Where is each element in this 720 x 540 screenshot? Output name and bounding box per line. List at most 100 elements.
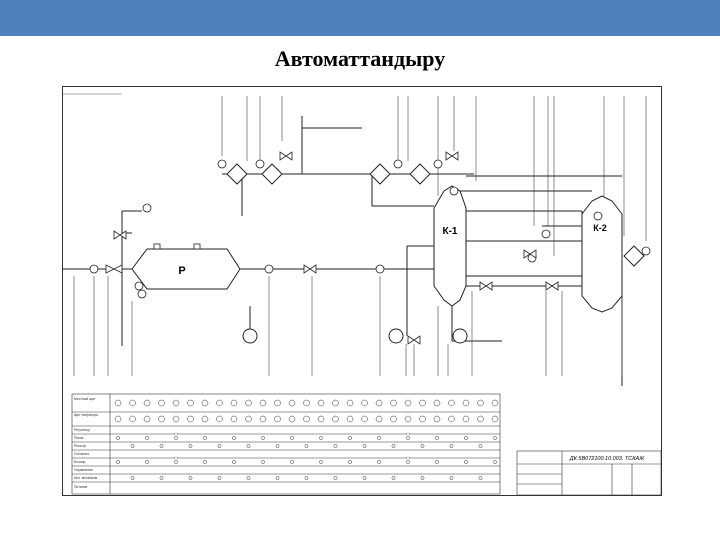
legend-bubble — [375, 415, 383, 423]
legend-bubble — [216, 399, 223, 407]
column-k2-label: К-2 — [593, 223, 607, 233]
legend-dot — [304, 476, 309, 480]
legend-dot — [435, 460, 439, 464]
legend-bubble — [448, 399, 455, 407]
legend-bubble — [346, 399, 354, 407]
legend-row-label: Регистр. — [74, 444, 87, 448]
legend-dot — [261, 436, 265, 440]
legend-dot — [420, 476, 425, 480]
legend-dot — [261, 460, 265, 464]
legend-dot — [406, 460, 410, 464]
legend-bubble — [288, 399, 296, 407]
legend-bubble — [114, 399, 122, 407]
pumps — [242, 328, 468, 344]
legend-row-labels: Местный щит Щит оператора Регулятор Пока… — [74, 397, 98, 489]
vessel-p — [131, 248, 241, 290]
legend-dot — [145, 436, 149, 440]
legend-bubble — [361, 415, 368, 423]
title-block — [516, 450, 662, 496]
legend-dot — [174, 436, 178, 440]
control-valves — [105, 151, 559, 345]
legend-dot — [188, 476, 193, 480]
legend-bubble — [332, 415, 339, 423]
legend-dot — [145, 460, 149, 464]
legend-bubble — [419, 415, 426, 423]
legend-dot — [377, 436, 381, 440]
legend-bubble — [419, 399, 426, 407]
legend-bubble — [259, 399, 267, 407]
legend-bubble — [158, 399, 165, 407]
legend-dot — [478, 476, 483, 480]
legend-bubble — [158, 415, 165, 423]
legend-bubble — [245, 399, 252, 407]
legend-row-label: Блокир. — [74, 460, 86, 464]
legend-dot — [348, 460, 352, 464]
legend-bubble — [477, 399, 484, 407]
legend-dot — [449, 476, 454, 480]
legend-dot — [377, 460, 381, 464]
legend-dot — [159, 476, 164, 480]
legend-bubble — [477, 415, 484, 423]
legend-dot — [362, 444, 367, 448]
legend-row-label: Местный щит — [74, 397, 96, 401]
slide-title: Автоматтандыру — [274, 46, 446, 71]
legend-dot — [449, 444, 454, 448]
legend-row-label: Сигнализ. — [74, 452, 90, 456]
legend-dot — [493, 460, 497, 464]
legend-bubble — [143, 399, 151, 407]
legend-bubble — [433, 415, 441, 423]
legend-dot — [362, 476, 367, 480]
legend-dot — [203, 460, 207, 464]
legend-bubble — [288, 415, 296, 423]
legend-table — [71, 393, 501, 495]
legend-bubble — [303, 415, 310, 423]
legend-dot — [391, 444, 396, 448]
column-k1-label: К-1 — [443, 226, 458, 237]
legend-dot — [478, 444, 483, 448]
legend-dot — [188, 444, 193, 448]
legend-dot — [348, 436, 352, 440]
legend-dot — [319, 436, 323, 440]
legend-bubble — [390, 399, 397, 407]
legend-bubble — [230, 399, 238, 407]
legend-bubble — [491, 415, 499, 423]
legend-bubble — [187, 399, 194, 407]
header-bar — [0, 0, 720, 36]
legend-bubble — [129, 415, 136, 423]
legend-bubble — [462, 415, 470, 423]
legend-bubble — [375, 399, 383, 407]
legend-row-label: Показ. — [74, 436, 84, 440]
legend-marks — [114, 399, 499, 480]
legend-dot — [203, 436, 207, 440]
legend-dot — [275, 476, 280, 480]
legend-dot — [246, 476, 251, 480]
legend-dot — [420, 444, 425, 448]
legend-dot — [275, 444, 280, 448]
legend-bubble — [274, 399, 281, 407]
legend-dot — [232, 460, 236, 464]
legend-bubble — [114, 415, 122, 423]
legend-bubble — [390, 415, 397, 423]
legend-dot — [493, 436, 497, 440]
legend-dot — [290, 460, 294, 464]
legend-dot — [116, 460, 120, 464]
legend-dot — [130, 444, 135, 448]
legend-bubble — [259, 415, 267, 423]
legend-dot — [391, 476, 396, 480]
legend-dot — [290, 436, 294, 440]
vessel-p-nozzle-2 — [193, 243, 201, 250]
legend-bubble — [491, 399, 499, 407]
stamp-code: ДК 5В072100.10.003. ТСКАЖ — [569, 456, 645, 462]
legend-bubble — [201, 399, 209, 407]
process-diagram: P К-1 К-2 — [62, 86, 662, 496]
column-k2 — [581, 195, 623, 313]
legend-dot — [435, 436, 439, 440]
legend-bubble — [332, 399, 339, 407]
legend-bubble — [274, 415, 281, 423]
drawing-frame — [62, 86, 662, 496]
legend-dot — [174, 460, 178, 464]
legend-bubble — [433, 399, 441, 407]
column-k1 — [433, 185, 467, 307]
legend-bubble — [129, 399, 136, 407]
legend-dot — [319, 460, 323, 464]
